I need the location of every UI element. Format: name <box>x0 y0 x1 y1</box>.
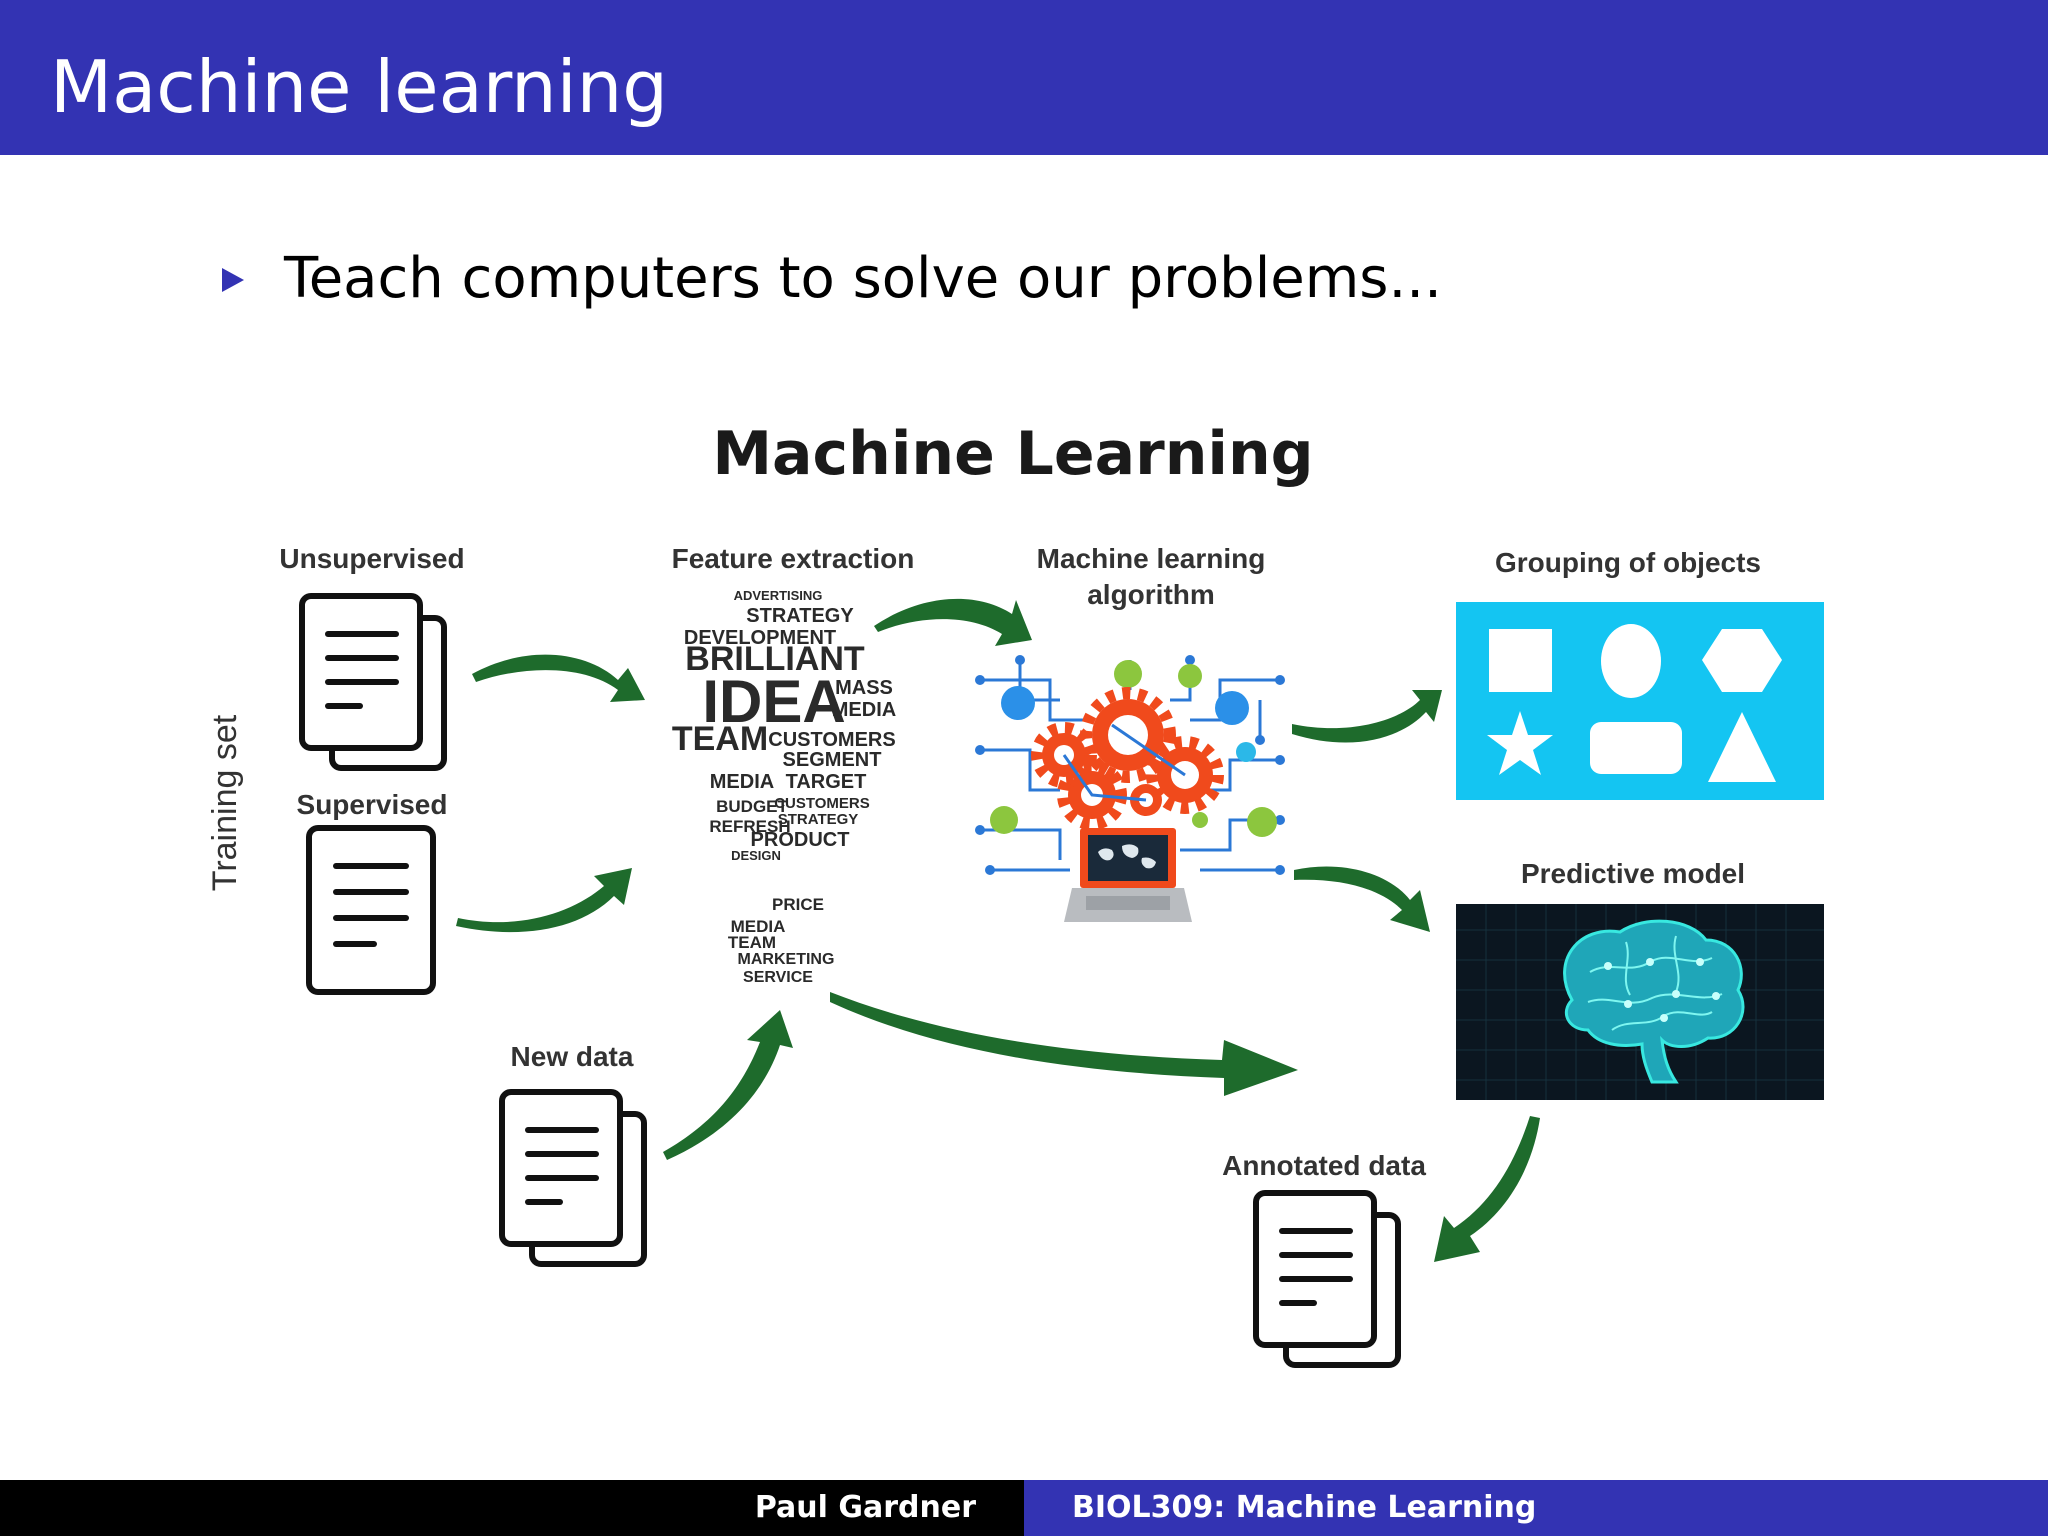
footer-author: Paul Gardner <box>754 1490 976 1525</box>
arrow-icon <box>663 1010 793 1160</box>
lightbulb-word-cloud: ADVERTISINGSTRATEGYDEVELOPMENTBRILLIANTI… <box>672 588 896 986</box>
laptop-icon <box>1064 828 1192 922</box>
word-cloud-word: BUDGET <box>716 797 788 816</box>
supervised-label: Supervised <box>297 789 448 820</box>
word-cloud-word: SERVICE <box>743 969 813 986</box>
new-data-document-icon <box>502 1092 644 1264</box>
word-cloud-word: BRILLIANT <box>685 640 865 678</box>
word-cloud-word: ADVERTISING <box>734 588 823 603</box>
ml-algorithm-label-line1: Machine learning <box>1037 543 1266 574</box>
word-cloud-word: MEDIA <box>731 917 786 936</box>
bullet-triangle-icon <box>222 268 244 292</box>
bullet-text: Teach computers to solve our problems... <box>284 246 1442 311</box>
word-cloud-word: TEAM <box>672 720 768 758</box>
arrow-icon <box>874 598 1032 646</box>
unsupervised-document-icon <box>302 596 444 768</box>
arrow-icon <box>1294 866 1430 932</box>
footer-course-panel: BIOL309: Machine Learning <box>1024 1480 2048 1536</box>
annotated-data-label: Annotated data <box>1222 1150 1426 1181</box>
slide-header: Machine learning <box>0 0 2048 155</box>
word-cloud-word: MASS <box>835 677 893 699</box>
word-cloud-word: TARGET <box>786 771 867 793</box>
ml-diagram: Machine Learning Unsupervised Supervised… <box>206 419 1824 1480</box>
word-cloud-word: PRICE <box>772 895 824 914</box>
word-cloud-word: MARKETING <box>738 951 835 968</box>
training-set-label: Training set <box>206 714 244 891</box>
ml-algorithm-label-line2: algorithm <box>1087 579 1215 610</box>
feature-extraction-label: Feature extraction <box>672 543 915 574</box>
slide-title: Machine learning <box>50 45 669 129</box>
word-cloud-word: PRODUCT <box>751 829 850 851</box>
ml-algorithm-illustration <box>975 655 1285 922</box>
arrow-icon <box>1292 690 1442 743</box>
word-cloud-word: DESIGN <box>731 848 781 863</box>
arrow-icon <box>472 654 645 702</box>
arrow-icon <box>456 868 632 933</box>
arrow-icon <box>1434 1116 1540 1262</box>
supervised-document-icon <box>306 825 436 995</box>
word-cloud-word: CUSTOMERS <box>768 729 895 751</box>
word-cloud-word: IDEA <box>702 668 845 735</box>
unsupervised-label: Unsupervised <box>279 543 464 574</box>
new-data-label: New data <box>511 1041 634 1072</box>
word-cloud-word: CUSTOMERS <box>774 795 870 812</box>
footer-course: BIOL309: Machine Learning <box>1072 1490 1537 1525</box>
word-cloud-word: SEGMENT <box>783 749 882 771</box>
word-cloud-word: REFRESH <box>709 817 790 836</box>
word-cloud-word: MEDIA <box>710 771 774 793</box>
grouping-label: Grouping of objects <box>1495 547 1761 578</box>
arrow-icon <box>830 992 1298 1096</box>
footer-author-panel: Paul Gardner <box>0 1480 1024 1536</box>
word-cloud-word: STRATEGY <box>746 605 854 627</box>
annotated-data-document-icon <box>1256 1193 1398 1365</box>
word-cloud-word: MEDIA <box>832 699 896 721</box>
slide-footer: Paul Gardner BIOL309: Machine Learning <box>0 1480 2048 1536</box>
word-cloud-word: DEVELOPMENT <box>684 627 836 649</box>
grouping-shapes <box>1487 624 1782 782</box>
predictive-model-label: Predictive model <box>1521 858 1745 889</box>
brain-icon <box>1563 919 1745 1084</box>
word-cloud-word: STRATEGY <box>778 811 859 828</box>
diagram-title: Machine Learning <box>712 419 1313 489</box>
flow-arrows <box>456 598 1540 1262</box>
word-cloud-word: TEAM <box>728 933 776 952</box>
